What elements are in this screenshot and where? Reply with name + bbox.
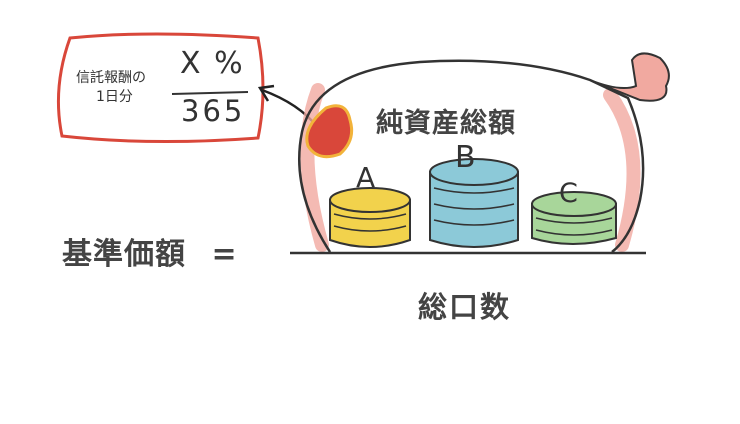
denominator-label: 総口数 — [418, 284, 511, 326]
fund-b-label: B — [455, 140, 476, 175]
fee-caption-line1: 信託報酬の — [76, 67, 146, 87]
money-bag-tie — [590, 53, 669, 100]
formula-left-side: 基準価額 = — [62, 229, 238, 273]
fund-c-label: C — [559, 178, 578, 209]
fund-a-stack — [330, 188, 410, 247]
fee-rate: X % — [180, 46, 245, 81]
numerator-label: 純資産総額 — [376, 101, 516, 140]
equals-sign: = — [211, 237, 237, 272]
fund-a-label: A — [356, 161, 375, 194]
fee-caption-line2: 1日分 — [96, 86, 133, 106]
fee-days: 365 — [181, 94, 245, 128]
nav-label: 基準価額 — [62, 237, 186, 272]
